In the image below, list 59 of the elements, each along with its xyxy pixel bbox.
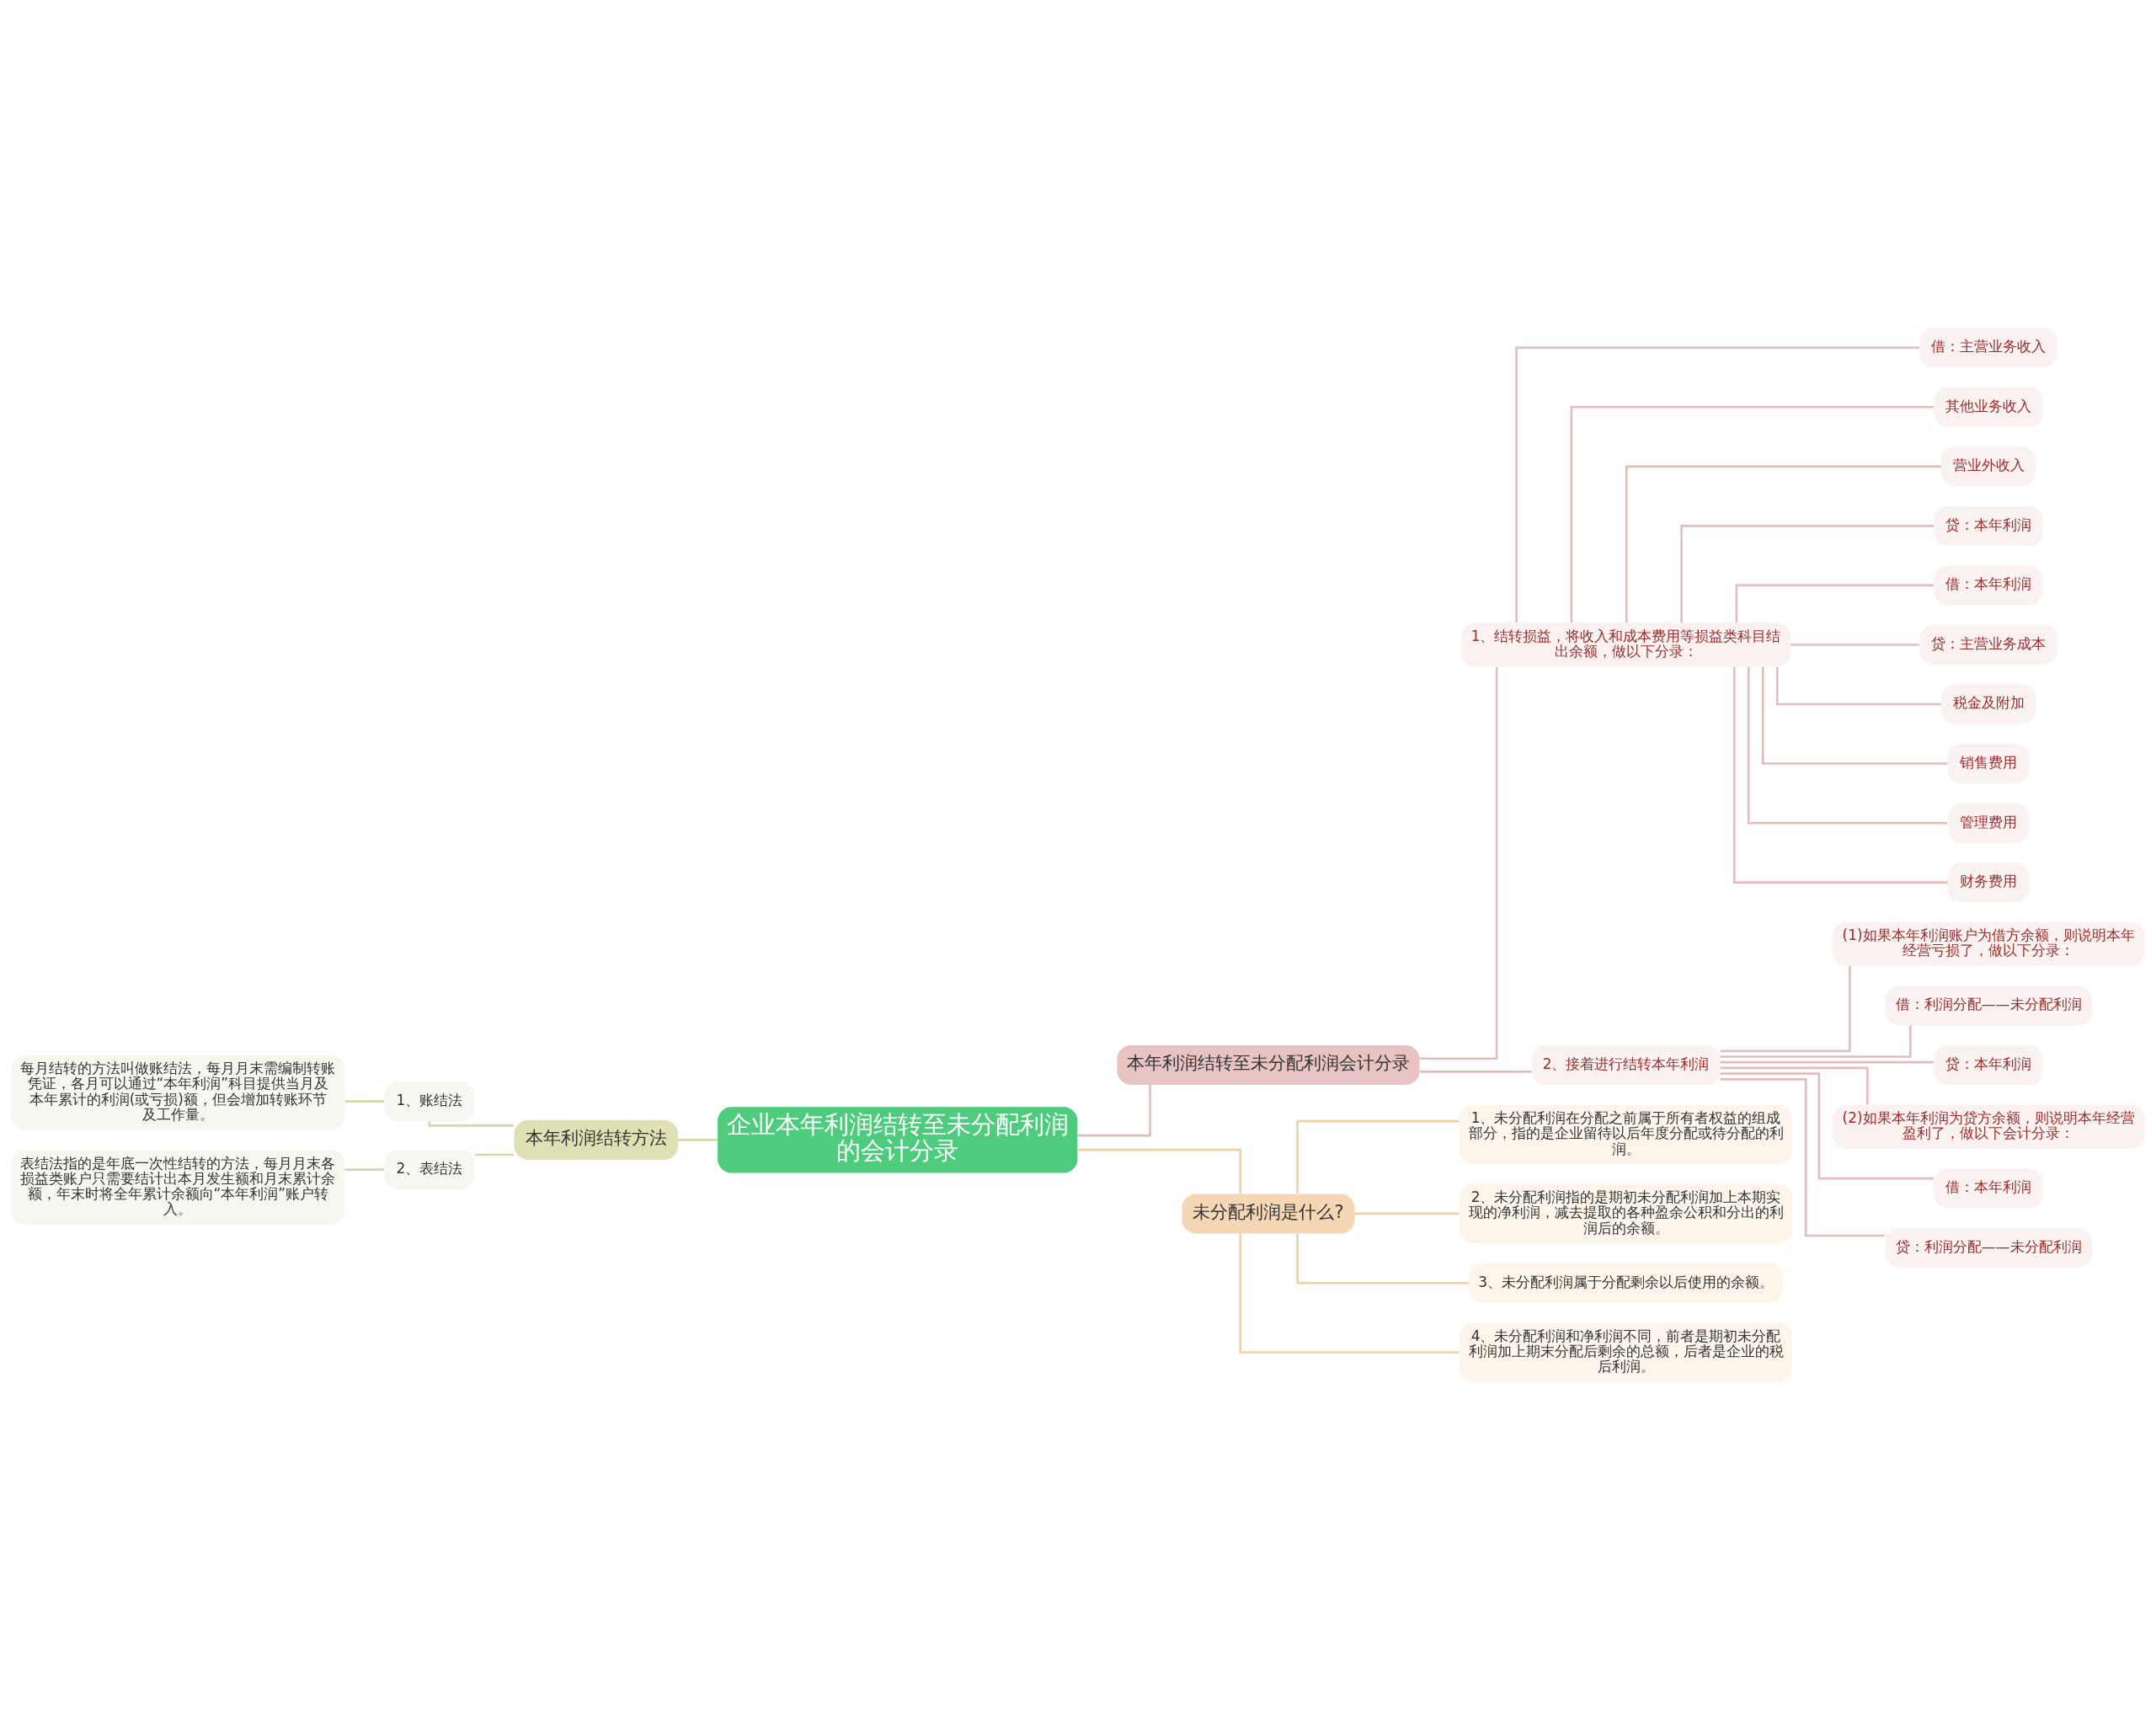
node-box: 企业本年利润结转至未分配利润的会计分录 [718,1106,1078,1173]
connector [1775,666,1941,705]
node-box: 营业外收入 [1940,446,2036,486]
connector [1515,345,1919,622]
node-box: 1、账结法 [384,1081,475,1121]
connector [344,1099,385,1103]
connector [1735,584,1935,622]
connector [678,1138,718,1141]
connector [1354,1212,1460,1215]
connector [1790,643,1919,646]
connector [1720,965,1851,1052]
connector [474,1153,515,1156]
connector [344,1167,385,1171]
node-box: 未分配利润是什么? [1182,1193,1355,1233]
node-box: 销售费用 [1947,743,2030,783]
node-box: 贷：本年利润 [1934,1044,2043,1085]
connector [428,1120,514,1127]
connector [1720,1060,1934,1063]
node-box: (2)如果本年利润为贷方余额，则说明本年经营盈利了，做以下会计分录： [1832,1104,2145,1149]
node-box: 财务费用 [1947,862,2030,902]
connector [1720,1066,1869,1104]
connector [1570,405,1935,622]
node-box: 借：本年利润 [1934,1167,2043,1208]
node-box: 贷：利润分配——未分配利润 [1885,1227,2092,1268]
node-box: 1、未分配利润在分配之前属于所有者权益的组成部分，指的是企业留待以后年度分配或待分配的利润。 [1459,1104,1793,1164]
connector [1747,666,1948,824]
node-box: 2、表结法 [384,1149,475,1189]
node-box: 其他业务收入 [1934,387,2043,427]
node-box: (1)如果本年利润账户为借方余额，则说明本年经营亏损了，做以下分录： [1832,921,2145,966]
connector [1420,1070,1532,1073]
node-box: 借：利润分配——未分配利润 [1885,985,2092,1025]
node-box: 3、未分配利润属于分配剩余以后使用的余额。 [1468,1263,1784,1303]
node-box: 本年利润结转方法 [514,1119,679,1160]
node-box: 税金及附加 [1940,684,2036,724]
connector [1077,1084,1151,1136]
node-box: 每月结转的方法叫做账结法，每月月末需编制转账凭证，各月可以通过“本年利润”科目提供当月及本年累计的利润(或亏损)额，但会增加转账环节及工作量。 [11,1055,345,1130]
connector [1419,666,1498,1060]
connector [1732,666,1948,884]
connector [1720,1025,1912,1058]
node-box: 借：本年利润 [1934,564,2043,605]
connector [1625,465,1941,622]
connector [1077,1148,1241,1194]
node-box: 管理费用 [1947,803,2030,843]
connector [1720,1071,1935,1179]
connector [1720,1077,1886,1236]
node-box: 借：主营业务收入 [1919,327,2057,367]
connector [1680,524,1935,622]
node-box: 1、结转损益，将收入和成本费用等损益类科目结出余额，做以下分录： [1461,622,1790,667]
connector [1239,1232,1460,1354]
node-box: 2、未分配利润指的是期初未分配利润加上本期实现的净利润，减去提取的各种盈余公积和分出的利润后的余额。 [1459,1183,1793,1243]
node-box: 表结法指的是年底一次性结转的方法，每月月末各损益类账户只需要结计出本月发生额和月末累计余额，年末时将全年累计余额向“本年利润”账户转入。 [11,1149,345,1225]
connector [1296,1119,1460,1194]
node-box: 贷：本年利润 [1934,505,2043,546]
connector [1761,666,1948,765]
node-box: 4、未分配利润和净利润不同，前者是期初未分配利润加上期末分配后剩余的总额，后者是企业的税后利润。 [1459,1322,1793,1382]
connector [1296,1233,1469,1284]
node-box: 贷：主营业务成本 [1919,624,2057,665]
node-box: 本年利润结转至未分配利润会计分录 [1117,1044,1420,1085]
node-box: 2、接着进行结转本年利润 [1531,1044,1721,1085]
